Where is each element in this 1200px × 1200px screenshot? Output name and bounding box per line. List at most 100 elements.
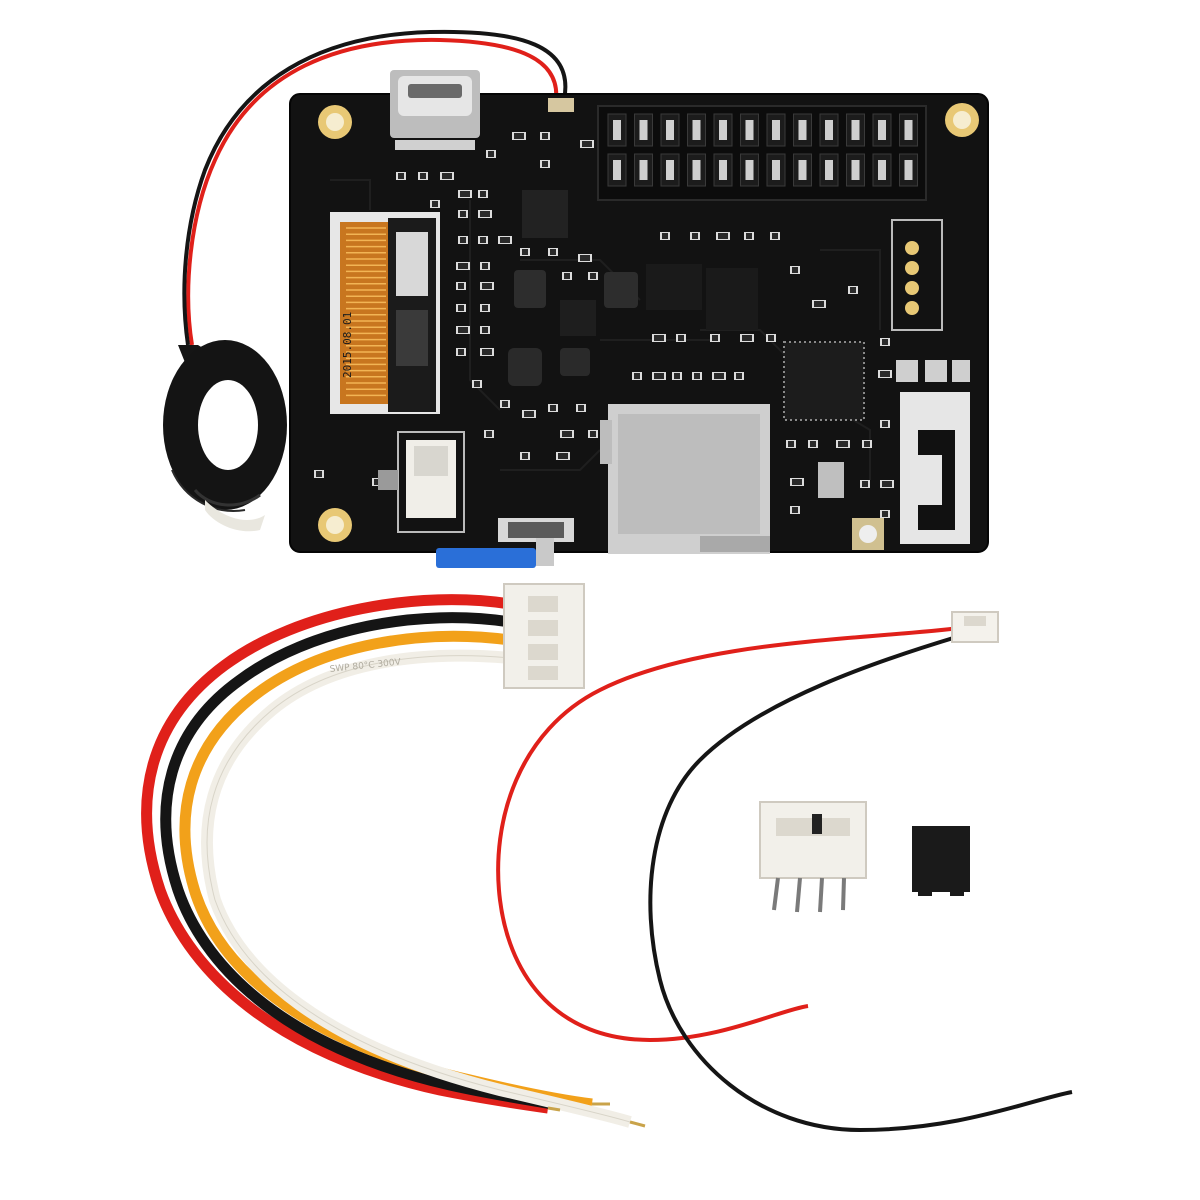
two-pin-wire-black: [648, 634, 1073, 1133]
smd-part: [460, 211, 466, 217]
cable-wire-white: [201, 649, 632, 1128]
smd-part: [550, 405, 556, 411]
smd-part: [768, 335, 774, 341]
header-pin: [851, 120, 860, 140]
smd-part: [480, 211, 490, 217]
four-pin-plug: [503, 583, 585, 689]
slide-switch: [436, 518, 574, 568]
smd-part: [398, 173, 404, 179]
header-pin: [772, 120, 780, 140]
smd-part: [634, 373, 640, 379]
smd-part: [458, 327, 468, 333]
two-pin-wire-red: [496, 626, 961, 1043]
smd-part: [480, 237, 486, 243]
soic-chip-2: [706, 268, 758, 330]
smd-part: [674, 373, 680, 379]
smd-part: [482, 349, 492, 355]
smd-part: [736, 373, 742, 379]
smd-part: [524, 411, 534, 417]
smd-part: [562, 431, 572, 437]
smd-part: [316, 471, 322, 477]
header-pin: [666, 160, 674, 180]
smd-part: [580, 255, 590, 261]
smd-part: [486, 431, 492, 437]
speaker-lead-red: [186, 37, 559, 346]
smd-part: [814, 301, 824, 307]
fpc-connector: 2015.08.01: [330, 212, 440, 414]
smd-part: [482, 327, 488, 333]
microsd-slot: [600, 404, 770, 554]
header-pin: [692, 120, 701, 140]
header-pin: [904, 120, 913, 140]
ic-chips: [522, 190, 865, 498]
header-pin: [904, 160, 913, 180]
smd-part: [882, 339, 888, 345]
smd-part: [654, 335, 664, 341]
micro-usb-port: [390, 70, 480, 150]
jumper-cap: [912, 826, 970, 896]
smd-part: [458, 349, 464, 355]
smd-part: [564, 273, 570, 279]
smd-part: [542, 161, 548, 167]
smd-part: [420, 173, 426, 179]
smd-part: [502, 401, 508, 407]
header-pin: [745, 160, 754, 180]
smd-part: [542, 133, 548, 139]
smd-part: [742, 335, 752, 341]
ufl-connector: [852, 518, 884, 550]
smd-part: [482, 263, 488, 269]
smd-part: [550, 249, 556, 255]
soic-chip-1: [646, 264, 702, 310]
smd-part: [654, 373, 664, 379]
four-pin-cable: SWP 80°C 300V: [141, 583, 646, 1128]
header-pin: [798, 120, 807, 140]
loose-jst-header: [759, 801, 867, 913]
speaker-pad: [548, 98, 574, 112]
header-pin: [825, 120, 833, 140]
smd-components: [314, 132, 894, 518]
smd-part: [522, 453, 528, 459]
smd-part: [514, 133, 524, 139]
smd-part: [474, 381, 480, 387]
header-pin: [878, 120, 886, 140]
battery-pads: [891, 219, 943, 331]
smd-part: [458, 305, 464, 311]
smd-part: [582, 141, 592, 147]
smd-part: [718, 233, 728, 239]
smd-part: [792, 267, 798, 273]
header-pin: [613, 120, 621, 140]
header-pin: [719, 160, 727, 180]
smd-part: [458, 283, 464, 289]
smd-part: [590, 431, 596, 437]
qfn-chip-1: [522, 190, 568, 238]
smd-part: [578, 405, 584, 411]
smd-part: [522, 249, 528, 255]
header-pin: [613, 160, 621, 180]
smd-part: [662, 233, 668, 239]
cable-wire-red: [141, 594, 549, 1114]
cable-wire-black: [160, 612, 553, 1110]
speaker-lead-black: [182, 29, 568, 346]
two-pin-plug: [951, 611, 999, 643]
cable-wire-white-outline: [206, 655, 631, 1123]
smd-part: [772, 233, 778, 239]
header-pin: [639, 120, 648, 140]
header-pin: [772, 160, 780, 180]
fpc-date-code: 2015.08.01: [341, 312, 354, 378]
header-pin: [851, 160, 860, 180]
smd-part: [678, 335, 684, 341]
two-pin-cable: [496, 611, 1073, 1133]
smd-part: [880, 371, 890, 377]
smd-part: [432, 201, 438, 207]
smd-part: [746, 233, 752, 239]
smd-part: [482, 283, 492, 289]
smd-part: [810, 441, 816, 447]
smd-part: [838, 441, 848, 447]
smd-part: [460, 237, 466, 243]
smd-part: [442, 173, 452, 179]
smd-part: [590, 273, 596, 279]
smd-part: [862, 481, 868, 487]
smd-part: [488, 151, 494, 157]
header-pin: [666, 120, 674, 140]
inductors: [508, 270, 638, 386]
